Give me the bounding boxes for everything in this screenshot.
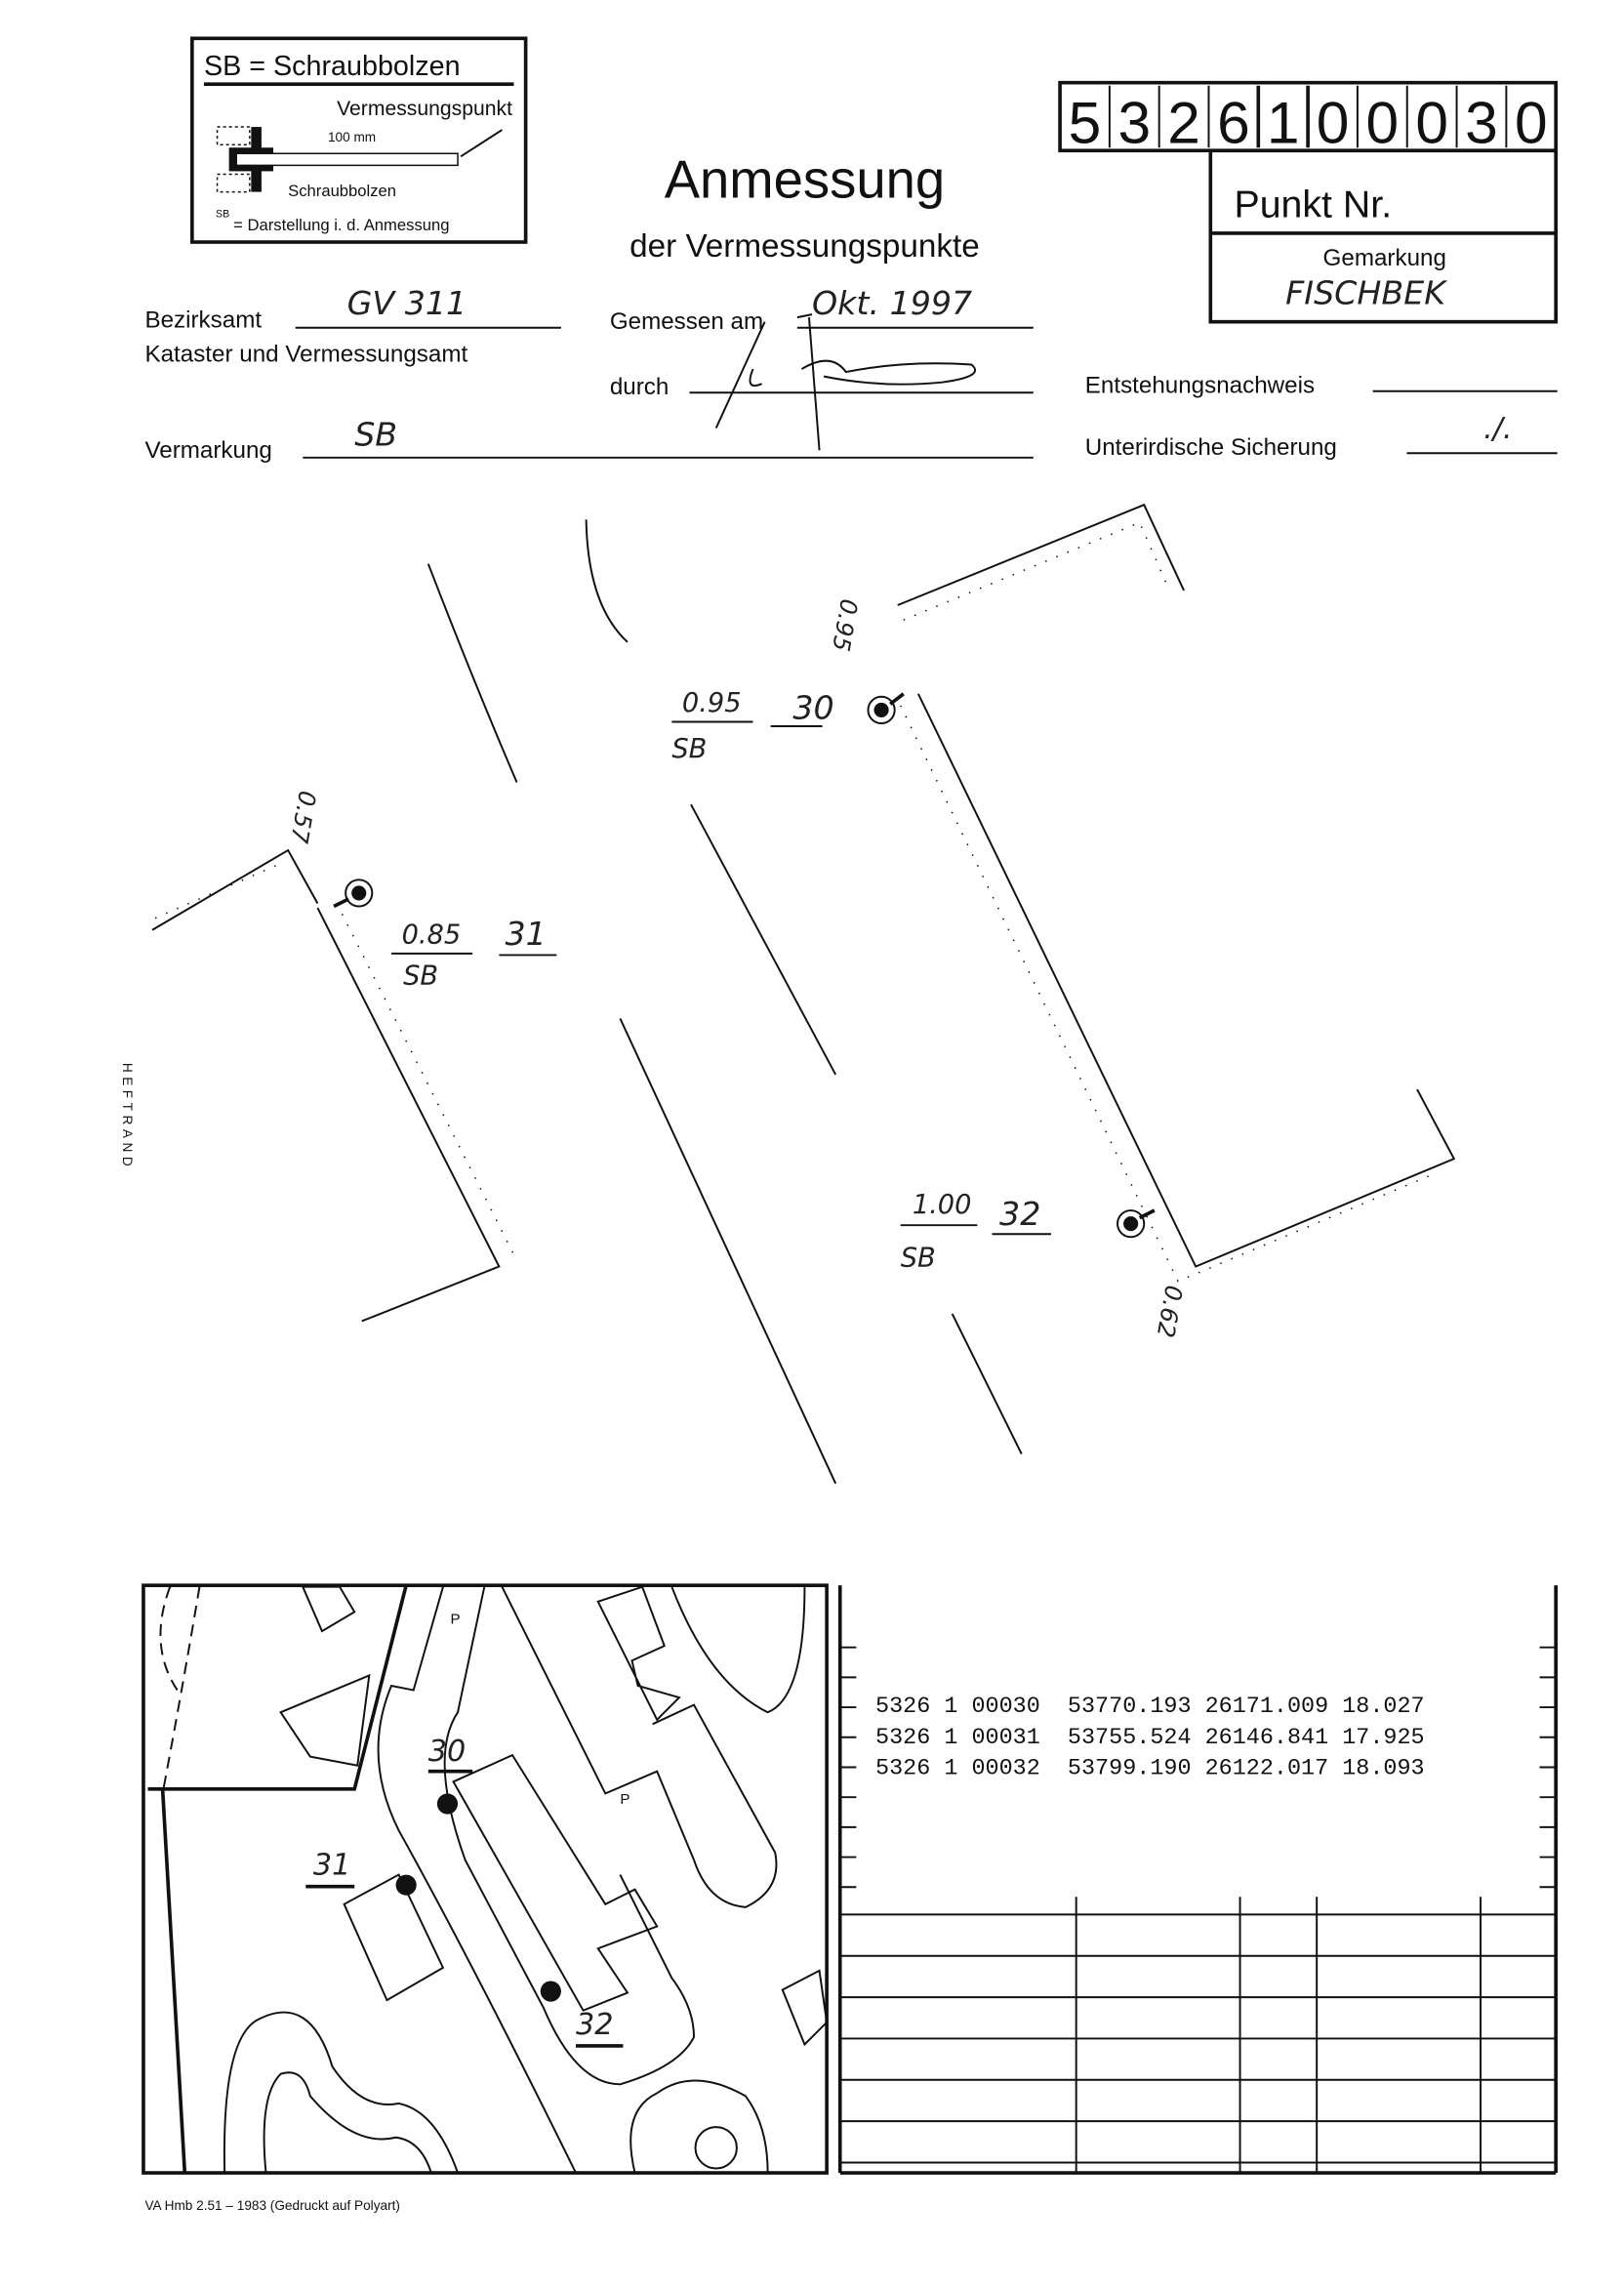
legend-box: SB = Schraubbolzen Vermessungspunkt 100 … bbox=[190, 36, 528, 244]
coordinate-row: 5326 1 00030 53770.193 26171.009 18.027 bbox=[875, 1694, 1425, 1720]
point-32-mark: SB bbox=[901, 1244, 936, 1274]
legend-symbol-label: SB bbox=[216, 208, 229, 220]
survey-sketch: 0.95 30 SB 0.95 0.85 31 SB 0.57 1.00 32 … bbox=[120, 503, 1456, 1485]
gemessen-value: Okt. 1997 bbox=[812, 284, 972, 322]
survey-point-31 bbox=[333, 878, 374, 909]
map-label-p1: P bbox=[450, 1611, 460, 1627]
point-31-depth: 0.85 bbox=[402, 919, 462, 950]
page-subtitle: der Vermessungspunkte bbox=[629, 228, 980, 265]
point-digit: 3 bbox=[1117, 90, 1151, 156]
survey-point-30 bbox=[867, 692, 905, 724]
point-30-offset: 0.95 bbox=[827, 596, 863, 653]
vermarkung-label: Vermarkung bbox=[144, 437, 271, 464]
map-label-p2: P bbox=[620, 1791, 629, 1808]
gemarkung-label: Gemarkung bbox=[1323, 245, 1446, 271]
map-label-32: 32 bbox=[576, 2008, 613, 2042]
entstehung-label: Entstehungsnachweis bbox=[1085, 372, 1315, 398]
point-30-depth: 0.95 bbox=[682, 688, 742, 718]
form-fields: Bezirksamt GV 311 Kataster und Vermessun… bbox=[144, 284, 1558, 464]
point-digit: 1 bbox=[1267, 90, 1300, 156]
point-digit: 0 bbox=[1515, 90, 1548, 156]
coordinate-row: 5326 1 00032 53799.190 26122.017 18.093 bbox=[875, 1756, 1425, 1782]
map-label-31: 31 bbox=[313, 1849, 350, 1883]
kataster-label: Kataster und Vermessungsamt bbox=[144, 342, 467, 368]
legend-bolt-label: Schraubbolzen bbox=[288, 182, 396, 200]
point-30-mark: SB bbox=[671, 734, 707, 764]
legend-length: 100 mm bbox=[328, 130, 376, 144]
vermarkung-value: SB bbox=[354, 416, 397, 454]
point-31-mark: SB bbox=[403, 961, 438, 992]
point-32-nr: 32 bbox=[999, 1195, 1040, 1233]
page-title: Anmessung bbox=[665, 150, 945, 210]
map-point-31 bbox=[395, 1874, 417, 1896]
point-digit: 2 bbox=[1167, 90, 1200, 156]
map-point-32 bbox=[540, 1981, 561, 2002]
map-point-30 bbox=[436, 1793, 459, 1815]
map-label-30: 30 bbox=[428, 1735, 466, 1769]
point-digit: 0 bbox=[1317, 90, 1350, 156]
punkt-nr-label: Punkt Nr. bbox=[1235, 183, 1393, 225]
point-30-nr: 30 bbox=[792, 688, 833, 726]
signature bbox=[714, 313, 977, 451]
legend-title: SB = Schraubbolzen bbox=[204, 51, 461, 82]
map-excerpt: 30 31 32 P P bbox=[142, 1583, 829, 2175]
bezirksamt-label: Bezirksamt bbox=[144, 307, 262, 334]
legend-symbol-desc: = Darstellung i. d. Anmessung bbox=[233, 216, 449, 234]
bolt-icon bbox=[216, 126, 503, 193]
coordinate-row: 5326 1 00031 53755.524 26146.841 17.925 bbox=[875, 1725, 1425, 1751]
sicherung-value: ./. bbox=[1483, 412, 1512, 446]
sicherung-label: Unterirdische Sicherung bbox=[1085, 434, 1337, 461]
gemarkung-value: FISCHBEK bbox=[1285, 274, 1448, 312]
durch-label: durch bbox=[610, 374, 670, 400]
point-digit: 5 bbox=[1069, 90, 1102, 156]
bezirksamt-value: GV 311 bbox=[347, 284, 467, 322]
point-digit: 6 bbox=[1217, 90, 1250, 156]
survey-point-32 bbox=[1116, 1208, 1156, 1239]
heftrand-label: HEFTRAND bbox=[120, 1063, 135, 1170]
point-31-offset: 0.57 bbox=[285, 789, 321, 846]
point-32-depth: 1.00 bbox=[913, 1190, 972, 1220]
legend-point-label: Vermessungspunkt bbox=[337, 98, 512, 120]
coordinate-table: 5326 1 00030 53770.193 26171.009 18.027 … bbox=[837, 1585, 1558, 2175]
footer-note: VA Hmb 2.51 – 1983 (Gedruckt auf Polyart… bbox=[144, 2198, 399, 2213]
point-31-nr: 31 bbox=[505, 915, 546, 953]
gemessen-label: Gemessen am bbox=[610, 308, 763, 335]
point-digit: 0 bbox=[1366, 90, 1400, 156]
point-32-offset: 0.62 bbox=[1152, 1284, 1188, 1340]
point-digit: 3 bbox=[1465, 90, 1498, 156]
point-digit: 0 bbox=[1415, 90, 1448, 156]
